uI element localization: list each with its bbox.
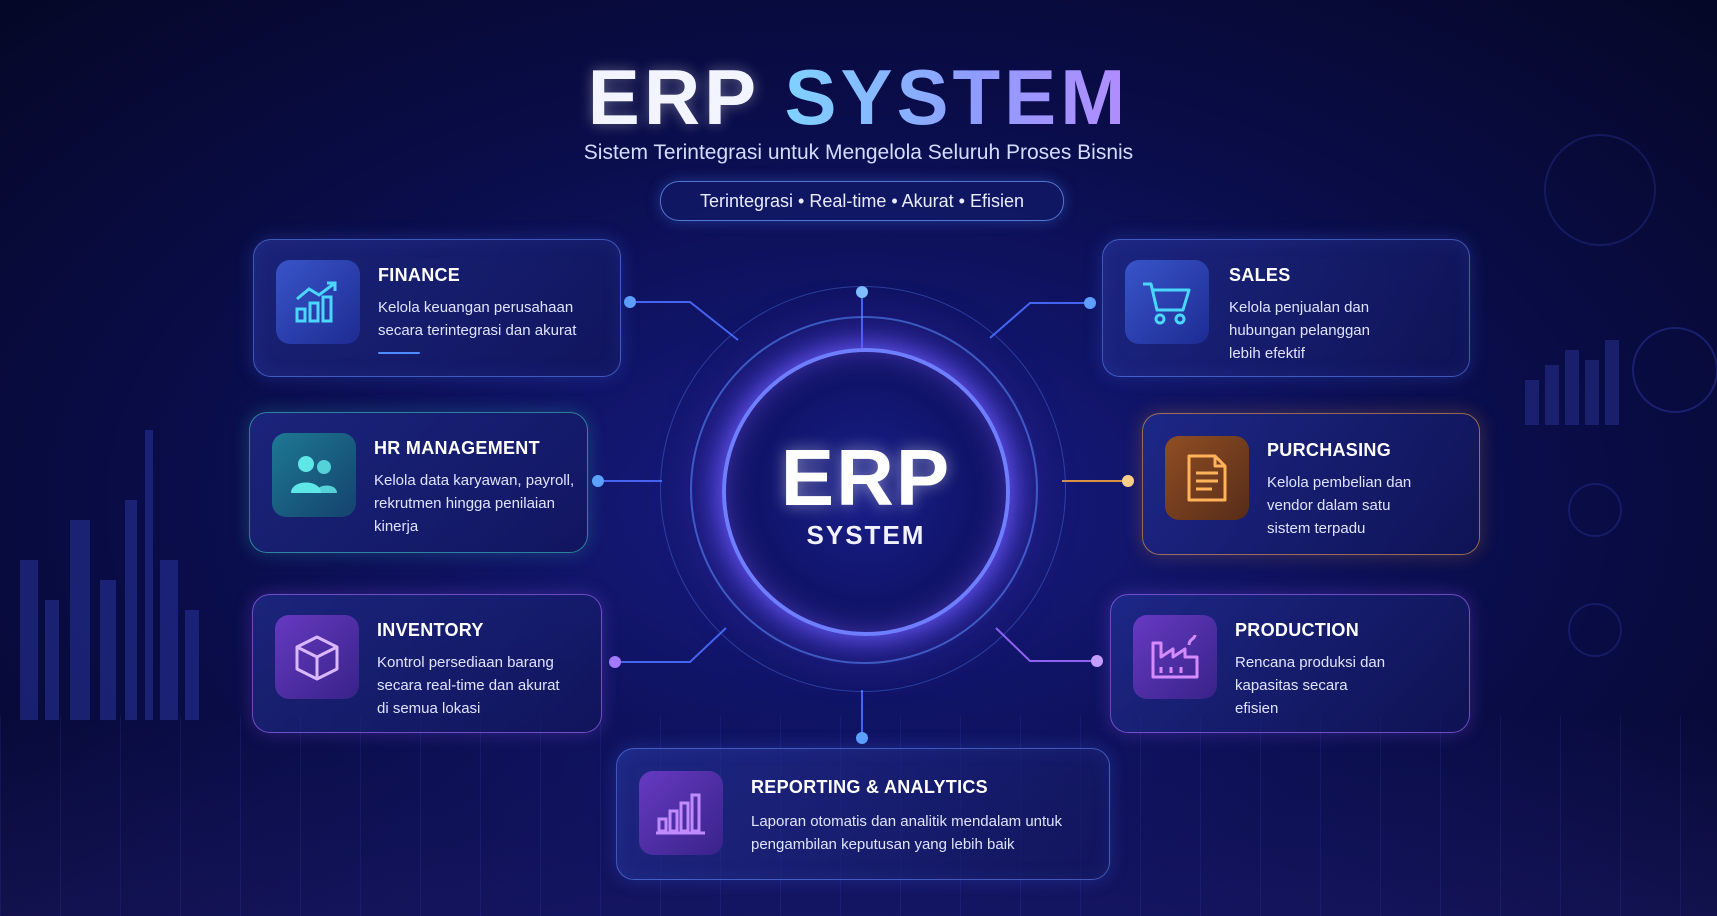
dot-hr	[592, 475, 604, 487]
production-desc-line2: kapasitas secara	[1235, 677, 1348, 694]
document-icon	[1187, 454, 1227, 502]
card-hr[interactable]: HR MANAGEMENT Kelola data karyawan, payr…	[249, 412, 588, 553]
hub-middle-ring	[690, 316, 1038, 664]
purchasing-title: PURCHASING	[1267, 440, 1392, 460]
purchasing-desc-line1: Kelola pembelian dan	[1267, 474, 1412, 491]
purchasing-desc-line2: vendor dalam satu	[1267, 497, 1391, 514]
title-erp: ERP	[587, 53, 759, 141]
hr-desc-line1: Kelola data karyawan, payroll,	[374, 472, 575, 489]
factory-icon	[1151, 634, 1199, 679]
inventory-desc-line3: di semua lokasi	[377, 700, 481, 717]
link-finance	[628, 301, 739, 341]
reporting-desc: Laporan otomatis dan analitik mendalam u…	[751, 810, 1062, 856]
purchasing-icon-box	[1165, 436, 1249, 520]
sales-desc-line2: hubungan pelanggan	[1229, 322, 1370, 339]
purchasing-desc: Kelola pembelian dan vendor dalam satu s…	[1267, 471, 1411, 540]
inventory-desc-line2: secara real-time dan akurat	[377, 677, 560, 694]
production-desc-line3: efisien	[1235, 700, 1279, 717]
dot-inventory	[609, 656, 621, 668]
sales-desc: Kelola penjualan dan hubungan pelanggan …	[1229, 296, 1370, 365]
hr-desc-line3: kinerja	[374, 518, 419, 535]
hr-desc-line2: rekrutmen hingga penilaian	[374, 495, 555, 512]
production-desc-line1: Rencana produksi dan	[1235, 654, 1386, 671]
production-icon-box	[1133, 615, 1217, 699]
card-reporting[interactable]: REPORTING & ANALYTICS Laporan otomatis d…	[616, 748, 1110, 880]
link-sales	[989, 302, 1090, 339]
card-finance[interactable]: FINANCE Kelola keuangan perusahaan secar…	[253, 239, 621, 377]
card-production[interactable]: PRODUCTION Rencana produksi dan kapasita…	[1110, 594, 1470, 733]
inventory-icon-box	[275, 615, 359, 699]
title-system: SYSTEM	[784, 53, 1130, 141]
inventory-desc-line1: Kontrol persediaan barang	[377, 654, 554, 671]
sales-desc-line3: lebih efektif	[1229, 345, 1305, 362]
reporting-desc-line1: Laporan otomatis dan analitik mendalam u…	[751, 813, 1063, 830]
link-inventory	[615, 627, 727, 663]
hr-title: HR MANAGEMENT	[374, 438, 540, 458]
users-icon	[291, 456, 337, 493]
purchasing-desc-line3: sistem terpadu	[1267, 520, 1366, 537]
reporting-desc-line2: pengambilan keputusan yang lebih baik	[751, 836, 1015, 853]
reporting-title: REPORTING & ANALYTICS	[751, 777, 988, 797]
dot-reporting	[856, 732, 868, 744]
hub-title: ERP	[780, 433, 952, 522]
page-title: ERP SYSTEM	[0, 52, 1717, 143]
hub-outer-ring	[660, 286, 1066, 692]
hr-icon-box	[272, 433, 356, 517]
feature-tags-pill: Terintegrasi • Real-time • Akurat • Efis…	[660, 181, 1064, 221]
production-desc: Rencana produksi dan kapasitas secara ef…	[1235, 651, 1385, 720]
finance-icon-box	[276, 260, 360, 344]
reporting-icon-box	[639, 771, 723, 855]
link-production	[995, 627, 1097, 662]
hr-desc: Kelola data karyawan, payroll, rekrutmen…	[374, 469, 574, 538]
chart-growth-icon	[295, 281, 337, 323]
finance-accent-line	[378, 352, 420, 354]
sales-icon-box	[1125, 260, 1209, 344]
finance-title: FINANCE	[378, 265, 461, 285]
hub-subtitle: SYSTEM	[806, 520, 926, 550]
dot-purchasing	[1122, 475, 1134, 487]
card-purchasing[interactable]: PURCHASING Kelola pembelian dan vendor d…	[1142, 413, 1480, 555]
dot-finance	[624, 296, 636, 308]
cart-icon	[1143, 282, 1191, 325]
card-sales[interactable]: SALES Kelola penjualan dan hubungan pela…	[1102, 239, 1470, 377]
finance-desc-line2: secara terintegrasi dan akurat	[378, 322, 577, 339]
sales-desc-line1: Kelola penjualan dan	[1229, 299, 1370, 316]
page-subtitle: Sistem Terintegrasi untuk Mengelola Selu…	[583, 141, 1134, 164]
inventory-title: INVENTORY	[377, 620, 484, 640]
bar-chart-icon	[656, 793, 705, 835]
dot-sales	[1084, 297, 1096, 309]
finance-desc-line1: Kelola keuangan perusahaan	[378, 299, 574, 316]
inventory-desc: Kontrol persediaan barang secara real-ti…	[377, 651, 560, 720]
dot-production	[1091, 655, 1103, 667]
finance-desc: Kelola keuangan perusahaan secara terint…	[378, 296, 576, 342]
box-icon	[295, 635, 339, 681]
sales-title: SALES	[1229, 265, 1291, 285]
card-inventory[interactable]: INVENTORY Kontrol persediaan barang seca…	[252, 594, 602, 733]
hub-circle	[722, 348, 1010, 636]
production-title: PRODUCTION	[1235, 620, 1359, 640]
